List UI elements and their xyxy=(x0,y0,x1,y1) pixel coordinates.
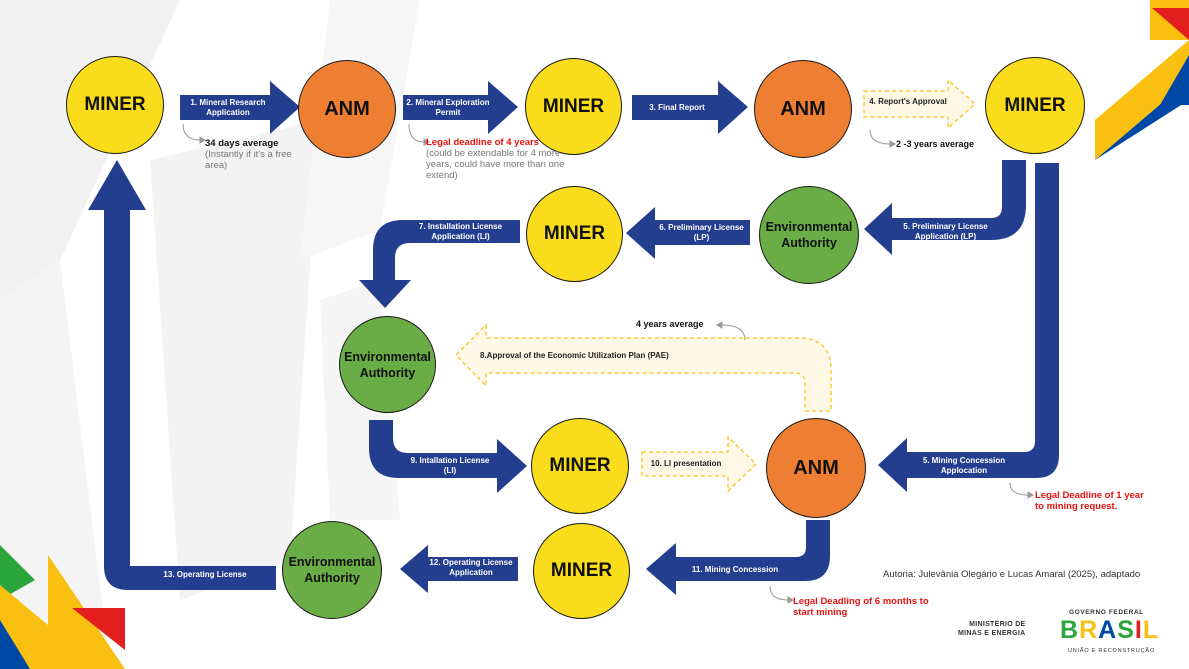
arrow-step-12 xyxy=(400,545,518,593)
step-1-label: 1. Mineral Research Application xyxy=(190,98,266,117)
brand-corner-bottom-left xyxy=(0,545,125,669)
note-34-days-rest: (Instantly if it's a free area) xyxy=(205,149,292,171)
note-34-days: 34 days average (Instantly if it's a fre… xyxy=(205,138,315,171)
anm-node-1: ANM xyxy=(298,60,396,158)
arrow-step-2 xyxy=(403,81,518,134)
step-5b-label: 5. Mining Concession Applocation xyxy=(922,456,1006,475)
anm-node-3: ANM xyxy=(766,418,866,518)
step-8-label: 8.Approval of the Economic Utilization P… xyxy=(480,351,669,360)
note-4-years-red: Legal deadline of 4 years xyxy=(426,137,539,148)
arrow-step-5b xyxy=(878,163,1059,492)
gov-slogan-text: UNIÃO E RECONSTRUÇÃO xyxy=(1068,648,1155,654)
note-4-years-average: 4 years average xyxy=(636,319,704,329)
note-6-months-deadline: Legal Deadling of 6 months to start mini… xyxy=(793,596,929,618)
step-4-label: 4. Report's Approval xyxy=(869,97,947,106)
arrow-step-1 xyxy=(180,81,300,134)
step-11-label: 11. Mining Concession xyxy=(691,565,779,574)
ministry-line-1: MINISTÉRIO DE xyxy=(969,621,1026,628)
step-12-label: 12. Operating License Application xyxy=(429,558,513,577)
arrow-step-3 xyxy=(632,81,748,134)
ministry-line-2: MINAS E ENERGIA xyxy=(958,630,1026,637)
environmental-authority-node-1: Environmental Authority xyxy=(759,186,859,284)
note-1-year-deadline: Legal Deadline of 1 year to mining reque… xyxy=(1035,490,1144,512)
attribution-text: Autoria: Julevânia Olegário e Lucas Amar… xyxy=(883,569,1141,580)
arrow-step-7 xyxy=(359,220,520,308)
step-3-label: 3. Final Report xyxy=(649,103,705,112)
step-2-label: 2. Mineral Exploration Permit xyxy=(406,98,490,117)
step-10-label: 10. LI presentation xyxy=(650,459,722,468)
miner-node-1: MINER xyxy=(66,56,164,154)
note-4-years-deadline: Legal deadline of 4 years (could be exte… xyxy=(426,137,566,181)
step-9-label: 9. Intallation License (LI) xyxy=(410,456,490,475)
arrow-step-13 xyxy=(88,160,276,590)
arrow-step-9 xyxy=(369,420,527,493)
miner-node-5: MINER xyxy=(531,418,629,514)
brasil-logo: BRASIL xyxy=(1060,616,1160,644)
step-7-label: 7. Installation License Application (LI) xyxy=(418,222,503,241)
arrow-step-6 xyxy=(626,207,750,259)
ministry-logo-text: MINISTÉRIO DE MINAS E ENERGIA xyxy=(958,620,1026,638)
note-2-3-years: 2 -3 years average xyxy=(896,139,975,149)
arrow-step-10 xyxy=(641,435,757,493)
anm-node-2: ANM xyxy=(754,60,852,158)
step-5a-label: 5. Preliminary License Application (LP) xyxy=(903,222,988,241)
miner-node-3: MINER xyxy=(985,57,1085,154)
environmental-authority-node-2: Environmental Authority xyxy=(339,316,436,413)
gov-federal-text: GOVERNO FEDERAL xyxy=(1069,609,1144,616)
miner-node-6: MINER xyxy=(533,523,630,619)
step-13-label: 13. Operating License xyxy=(163,570,247,579)
brand-corner-top-right xyxy=(1095,0,1189,160)
note-34-days-bold: 34 days average xyxy=(205,138,279,149)
arrow-step-5a xyxy=(864,160,1026,255)
step-6-label: 6. Preliminary License (LP) xyxy=(659,223,744,242)
note-4-years-rest: (could be extendable for 4 more years, c… xyxy=(426,148,565,181)
arrow-step-4 xyxy=(863,78,976,130)
arrow-step-8 xyxy=(455,323,832,412)
miner-node-4: MINER xyxy=(526,186,623,282)
arrow-step-11 xyxy=(646,520,830,595)
dashed-arrows xyxy=(455,78,976,493)
miner-node-2: MINER xyxy=(525,58,622,155)
note-pointers xyxy=(182,123,1034,604)
environmental-authority-node-3: Environmental Authority xyxy=(282,521,382,619)
solid-arrows xyxy=(88,81,1059,595)
